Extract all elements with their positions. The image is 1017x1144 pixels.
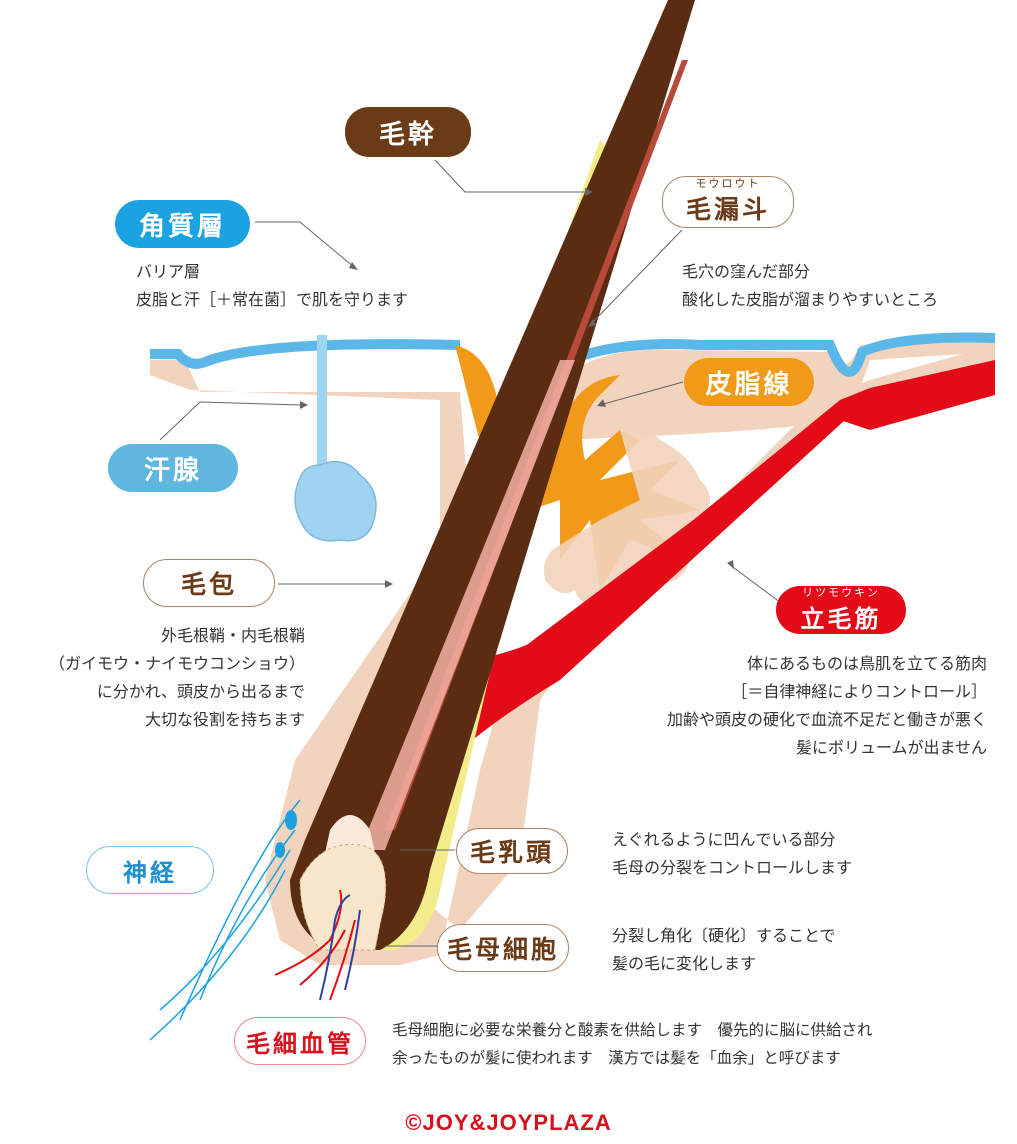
arrow-head [385,580,393,588]
desc-line: えぐれるように凹んでいる部分 [612,830,836,849]
label-hair-follicle: 毛包 [143,559,275,607]
desc-line: 大切な役割を持ちます [144,710,305,729]
desc-line: 加齢や頭皮の硬化で血流不足だと働きが悪く [666,710,987,729]
arrow-head [597,399,606,407]
label-dermal-papilla: 毛乳頭 [456,828,568,874]
leader-kakushitsu [255,221,356,269]
desc-line: 皮脂と汗［＋常在菌］で肌を守ります [136,290,409,309]
leader-moro [589,229,683,326]
ruby-infundibulum: モウロウト [695,177,761,190]
desc-line: （ガイモウ・ナイモウコンショウ） [48,654,305,673]
desc-capillaries: 毛母細胞に必要な栄養分と酸素を供給します 優先的に脳に供給され 余ったものが髪に… [392,1016,873,1072]
desc-line: に分かれ、頭皮から出るまで [96,682,305,701]
desc-line: 分裂し角化〔硬化〕することで [612,926,836,945]
leader-kansen [159,401,301,441]
desc-line: 髪の毛に変化します [612,954,757,973]
desc-line: 体にあるものは鳥肌を立てる筋肉 [746,654,987,673]
copyright-text: ©JOY&JOYPLAZA [405,1110,612,1135]
matrix-cells [299,843,387,951]
desc-line: 酸化した皮脂が溜まりやすいところ [682,290,939,309]
label-infundibulum-text: 毛漏斗 [685,195,770,224]
ruby-arrector-pili: リツモウキン [802,585,880,599]
hair-shaft [290,0,695,950]
desc-line: バリア層 [136,262,201,281]
desc-line: 毛穴の窪んだ部分 [682,262,811,281]
desc-matrix-cells: 分裂し角化〔硬化〕することで 髪の毛に変化します [612,922,836,978]
label-sebaceous-gland: 皮脂線 [684,358,814,406]
leader-hishisen [599,381,684,406]
label-nerve: 神経 [86,846,214,894]
desc-line: 髪にボリュームが出ません [795,738,987,757]
label-stratum-corneum: 角質層 [115,200,250,248]
label-matrix-cells: 毛母細胞 [437,924,569,972]
nerve-ending [275,842,285,858]
epidermis-line [150,339,461,369]
desc-line: 外毛根鞘・内毛根鞘 [160,626,305,645]
hair-cortex-light [360,360,575,850]
label-infundibulum: モウロウト 毛漏斗 [662,176,794,228]
nerve-fibers [149,799,301,1041]
label-arrector-pili-text: 立毛筋 [800,603,882,633]
desc-infundibulum: 毛穴の窪んだ部分 酸化した皮脂が溜まりやすいところ [682,258,938,314]
label-hair-shaft: 毛幹 [345,107,471,157]
nerve-ending [285,810,297,830]
desc-line: ［＝自律神経によりコントロール］ [731,682,987,701]
sweat-gland-coil [294,460,377,542]
arrow-head [727,560,734,569]
desc-line: 毛母細胞に必要な栄養分と酸素を供給します 優先的に脳に供給され [392,1021,873,1039]
arrow-head [349,262,358,270]
sweat-duct [317,335,327,485]
desc-dermal-papilla: えぐれるように凹んでいる部分 毛母の分裂をコントロールします [612,826,852,882]
leader-lines [159,159,801,947]
desc-hair-follicle: 外毛根鞘・内毛根鞘 （ガイモウ・ナイモウコンショウ） に分かれ、頭皮から出るまで… [49,622,305,734]
desc-stratum-corneum: バリア層 皮脂と汗［＋常在菌］で肌を守ります [136,258,408,314]
desc-line: 余ったものが髪に使われます 漢方では髪を「血余」と呼びます [392,1049,841,1067]
arrow-head [585,188,593,196]
leader-mokan [434,159,585,193]
label-capillaries: 毛細血管 [234,1017,366,1065]
label-arrector-pili: リツモウキン 立毛筋 [776,586,906,634]
arrector-pili-muscle [470,365,995,750]
arrow-head [300,401,308,409]
epidermis-line-right [568,332,996,377]
desc-line: 毛母の分裂をコントロールします [612,858,853,877]
desc-arrector-pili: 体にあるものは鳥肌を立てる筋肉 ［＝自律神経によりコントロール］ 加齢や頭皮の硬… [667,650,987,762]
label-sweat-gland: 汗腺 [108,444,238,492]
capillary-blue [319,894,361,1001]
arrow-head [588,319,596,327]
